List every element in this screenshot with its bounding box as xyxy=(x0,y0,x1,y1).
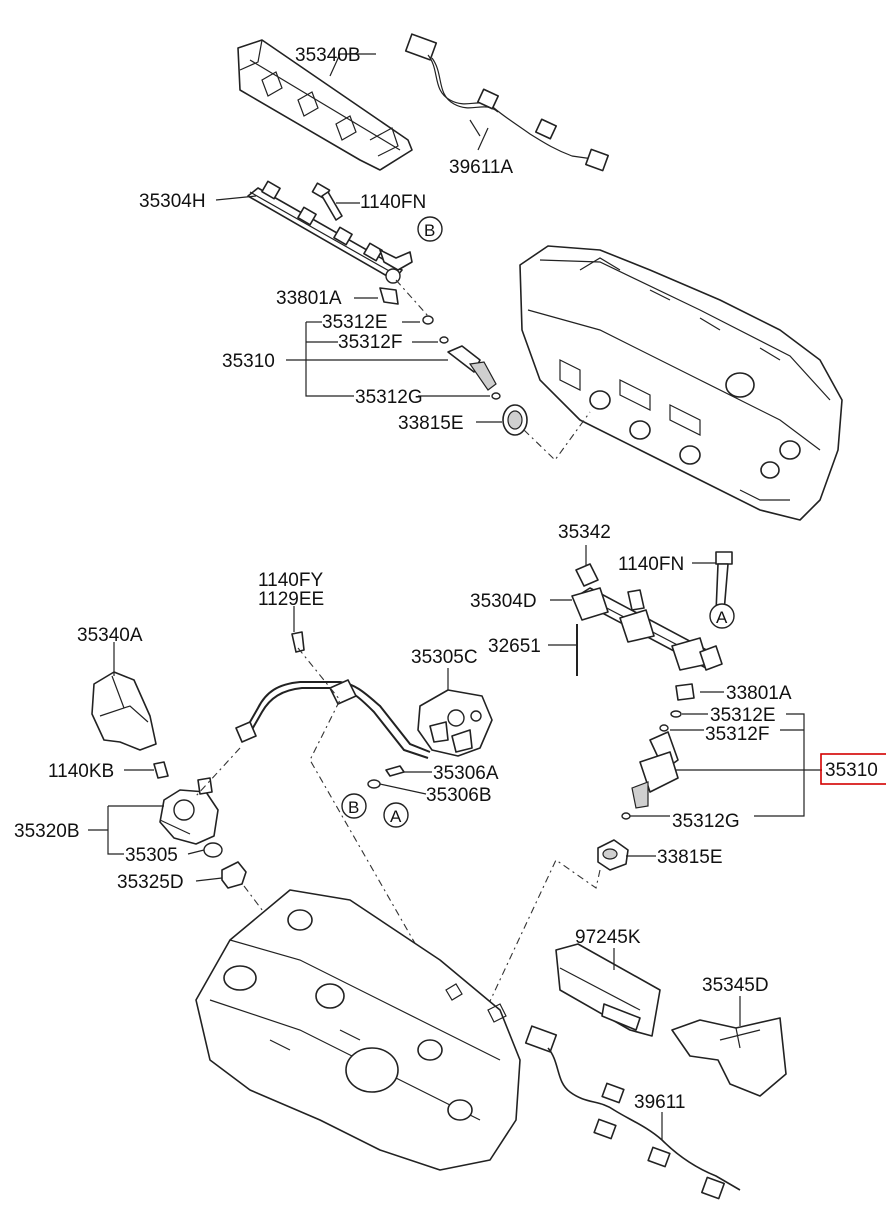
label-35312E-right[interactable]: 35312E xyxy=(710,705,776,726)
fuel-rail-35304D-drawing xyxy=(571,587,723,671)
label-35342[interactable]: 35342 xyxy=(558,522,611,543)
bolt-1140FY-drawing xyxy=(291,631,305,653)
label-35305C[interactable]: 35305C xyxy=(411,647,478,668)
label-33801A-right[interactable]: 33801A xyxy=(726,683,792,704)
label-33801A-top[interactable]: 33801A xyxy=(276,288,342,309)
leader-lines-right xyxy=(483,562,822,1015)
label-97245K[interactable]: 97245K xyxy=(575,927,641,948)
label-35312F-right[interactable]: 35312F xyxy=(705,724,769,745)
cover-97245K-drawing xyxy=(555,943,661,1037)
label-35310-top[interactable]: 35310 xyxy=(222,351,275,372)
oring-35312G-top-drawing xyxy=(491,392,501,400)
seal-33815E-top-drawing xyxy=(502,404,528,436)
label-35312E-top[interactable]: 35312E xyxy=(322,312,388,333)
wiring-harness-39611A-drawing xyxy=(404,33,609,172)
label-35306B[interactable]: 35306B xyxy=(426,785,492,806)
label-35340B[interactable]: 35340B xyxy=(295,45,361,66)
oring-35312E-right-drawing xyxy=(670,710,682,718)
bolt-1140FN-right-drawing xyxy=(715,551,733,613)
label-35312F-top[interactable]: 35312F xyxy=(338,332,402,353)
label-35310-right-highlighted[interactable]: 35310 xyxy=(825,760,878,781)
injector-35310-right-drawing xyxy=(631,731,679,809)
marker-B-left-text: B xyxy=(348,798,359,817)
label-33815E-top[interactable]: 33815E xyxy=(398,413,464,434)
oring-35305-drawing xyxy=(203,842,223,858)
follower-35325D-drawing xyxy=(221,861,247,889)
wiring-harness-39611-drawing xyxy=(524,1025,741,1200)
engine-cover-35340A-drawing xyxy=(91,671,157,751)
label-35304H[interactable]: 35304H xyxy=(139,191,206,212)
label-35312G-top[interactable]: 35312G xyxy=(355,387,423,408)
engine-cover-35340B-drawing xyxy=(237,39,413,171)
injector-35310-top-drawing xyxy=(447,345,497,391)
sensor-35342-drawing xyxy=(575,545,599,587)
marker-A-left-text: A xyxy=(390,807,402,826)
clip-33801A-right-drawing xyxy=(675,683,695,701)
label-35304D[interactable]: 35304D xyxy=(470,591,537,612)
marker-A-right-text: A xyxy=(716,608,728,627)
circle-marker-B-top xyxy=(417,216,443,242)
oring-35312E-top-drawing xyxy=(422,315,434,325)
oring-35306A-drawing xyxy=(385,765,405,777)
label-35340A[interactable]: 35340A xyxy=(77,625,143,646)
engine-block-drawing xyxy=(195,889,521,1171)
label-1140FY[interactable]: 1140FY xyxy=(258,570,323,591)
label-1140FN-top[interactable]: 1140FN xyxy=(360,192,426,213)
circle-marker-B-left xyxy=(341,793,367,819)
fuel-pump-35320B-drawing xyxy=(159,777,219,845)
leader-lines-top xyxy=(215,53,591,461)
fitting-near-B-drawing xyxy=(379,249,413,271)
oring-35312G-right-drawing xyxy=(621,812,631,820)
label-35305[interactable]: 35305 xyxy=(125,845,178,866)
circle-marker-A-right xyxy=(709,603,735,629)
label-39611A[interactable]: 39611A xyxy=(449,157,513,178)
label-35325D[interactable]: 35325D xyxy=(117,872,184,893)
circle-marker-A-left xyxy=(383,802,409,828)
highlight-box-35310 xyxy=(820,753,886,785)
label-1140KB[interactable]: 1140KB xyxy=(48,761,114,782)
label-35320B[interactable]: 35320B xyxy=(14,821,80,842)
leader-lines-bottom xyxy=(613,948,741,1140)
label-35312G-right[interactable]: 35312G xyxy=(672,811,740,832)
fuel-rail-35304H-drawing xyxy=(247,180,403,284)
oring-35306B-drawing xyxy=(367,779,381,789)
seal-33815E-right-drawing xyxy=(597,839,629,871)
label-35306A[interactable]: 35306A xyxy=(433,763,499,784)
fuel-pipe-drawing xyxy=(235,679,431,759)
label-35345D[interactable]: 35345D xyxy=(702,975,769,996)
clip-33801A-top-drawing xyxy=(379,287,399,305)
label-33815E-right[interactable]: 33815E xyxy=(657,847,723,868)
label-1129EE[interactable]: 1129EE xyxy=(258,589,324,610)
pump-housing-35305C-drawing xyxy=(417,689,493,757)
oring-35312F-right-drawing xyxy=(659,724,669,732)
label-32651[interactable]: 32651 xyxy=(488,636,541,657)
label-39611[interactable]: 39611 xyxy=(634,1092,685,1113)
cover-35345D-drawing xyxy=(671,1017,787,1097)
bolt-1140KB-drawing xyxy=(153,761,169,779)
marker-B-top-text: B xyxy=(424,221,435,240)
cylinder-head-drawing xyxy=(519,245,843,521)
label-1140FN-right[interactable]: 1140FN xyxy=(618,554,684,575)
oring-35312F-top-drawing xyxy=(439,336,449,344)
bolt-1140FN-top-drawing xyxy=(311,182,343,221)
